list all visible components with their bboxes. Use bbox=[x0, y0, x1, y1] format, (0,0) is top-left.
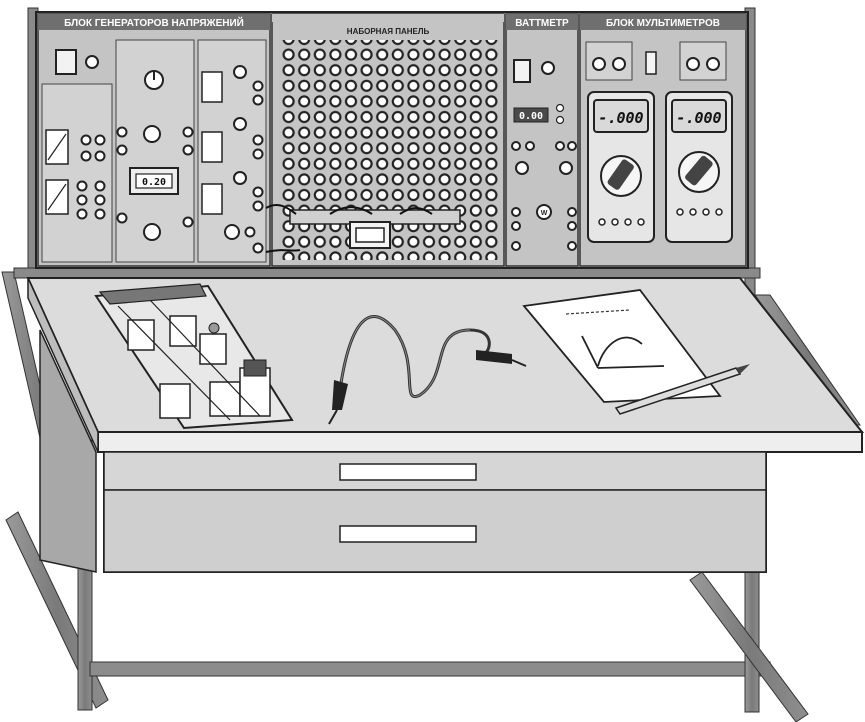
terminal-socket-icon[interactable] bbox=[94, 180, 106, 192]
multimeter-right: -.000 bbox=[665, 91, 733, 243]
terminal-socket-icon[interactable] bbox=[511, 241, 521, 251]
multimeter-right-display: -.000 bbox=[676, 109, 721, 127]
terminal-socket-icon[interactable] bbox=[567, 207, 577, 217]
terminal-socket-icon[interactable] bbox=[116, 126, 128, 138]
terminal-socket-icon[interactable] bbox=[116, 144, 128, 156]
multimeters-title: БЛОК МУЛЬТИМЕТРОВ bbox=[606, 18, 720, 29]
drawer-unit bbox=[39, 329, 767, 573]
breadboard-title: НАБОРНАЯ ПАНЕЛЬ bbox=[347, 27, 430, 36]
breadboard-section: НАБОРНАЯ ПАНЕЛЬ bbox=[265, 13, 505, 267]
terminal-socket-icon[interactable] bbox=[76, 194, 88, 206]
terminal-socket-icon[interactable] bbox=[511, 141, 521, 151]
terminal-socket-icon[interactable] bbox=[511, 207, 521, 217]
terminal-socket-icon[interactable] bbox=[76, 208, 88, 220]
terminal-socket-icon[interactable] bbox=[182, 216, 194, 228]
wattmeter-section: ВАТТМЕТР 0.00 W bbox=[505, 13, 579, 267]
multimeter-left-display: -.000 bbox=[598, 109, 643, 127]
wattmeter-power-switch[interactable] bbox=[513, 59, 531, 83]
terminal-socket-icon[interactable] bbox=[567, 221, 577, 231]
circuit-module-kit[interactable] bbox=[94, 283, 294, 430]
wattmeter-display: 0.00 bbox=[519, 111, 543, 122]
terminal-socket-icon[interactable] bbox=[182, 126, 194, 138]
terminal-socket-icon[interactable] bbox=[94, 134, 106, 146]
generators-section: БЛОК ГЕНЕРАТОРОВ НАПРЯЖЕНИЙ 0.20 bbox=[37, 13, 271, 267]
probe-cable-icon[interactable] bbox=[328, 315, 527, 425]
generators-title: БЛОК ГЕНЕРАТОРОВ НАПРЯЖЕНИЙ bbox=[64, 16, 244, 29]
graph-paper bbox=[522, 289, 722, 403]
terminal-socket-icon[interactable] bbox=[252, 148, 264, 160]
terminal-socket-icon[interactable] bbox=[567, 241, 577, 251]
terminal-socket-icon[interactable] bbox=[94, 208, 106, 220]
terminal-socket-icon[interactable] bbox=[80, 150, 92, 162]
pencil-icon[interactable] bbox=[614, 364, 750, 415]
multimeter-toggle-switch[interactable] bbox=[645, 51, 657, 75]
terminal-socket-icon[interactable] bbox=[252, 200, 264, 212]
terminal-socket-icon[interactable] bbox=[252, 186, 264, 198]
frequency-display: 0.20 bbox=[142, 177, 166, 188]
lower-drawer-handle[interactable] bbox=[339, 525, 477, 543]
terminal-socket-icon[interactable] bbox=[244, 226, 256, 238]
terminal-socket-icon[interactable] bbox=[252, 94, 264, 106]
terminal-socket-icon[interactable] bbox=[567, 141, 577, 151]
multimeters-section: БЛОК МУЛЬТИМЕТРОВ -.000 bbox=[579, 13, 747, 267]
terminal-socket-icon[interactable] bbox=[116, 212, 128, 224]
generator-terminals[interactable] bbox=[76, 80, 264, 254]
terminal-socket-icon[interactable] bbox=[555, 141, 565, 151]
terminal-socket-icon[interactable] bbox=[94, 150, 106, 162]
terminal-socket-icon[interactable] bbox=[525, 141, 535, 151]
wattmeter-title: ВАТТМЕТР bbox=[515, 18, 569, 29]
multimeter-left: -.000 bbox=[587, 91, 655, 243]
terminal-socket-icon[interactable] bbox=[252, 134, 264, 146]
power-switch[interactable] bbox=[55, 49, 77, 75]
svg-text:W: W bbox=[541, 210, 548, 217]
wattmeter-symbol-icon bbox=[536, 204, 552, 220]
terminal-socket-icon[interactable] bbox=[252, 242, 264, 254]
upper-drawer-handle[interactable] bbox=[339, 463, 477, 481]
terminal-socket-icon[interactable] bbox=[94, 194, 106, 206]
amplitude-knob-icon[interactable] bbox=[143, 125, 161, 143]
terminal-socket-icon[interactable] bbox=[76, 180, 88, 192]
indicator-lamp-icon bbox=[85, 55, 99, 69]
terminal-socket-icon[interactable] bbox=[182, 144, 194, 156]
terminal-socket-icon[interactable] bbox=[511, 221, 521, 231]
instrument-panel: БЛОК ГЕНЕРАТОРОВ НАПРЯЖЕНИЙ 0.20 bbox=[35, 11, 749, 269]
wattmeter-terminals[interactable] bbox=[511, 141, 577, 251]
frequency-knob-icon[interactable] bbox=[143, 223, 161, 241]
terminal-socket-icon[interactable] bbox=[80, 134, 92, 146]
terminal-socket-icon[interactable] bbox=[252, 80, 264, 92]
